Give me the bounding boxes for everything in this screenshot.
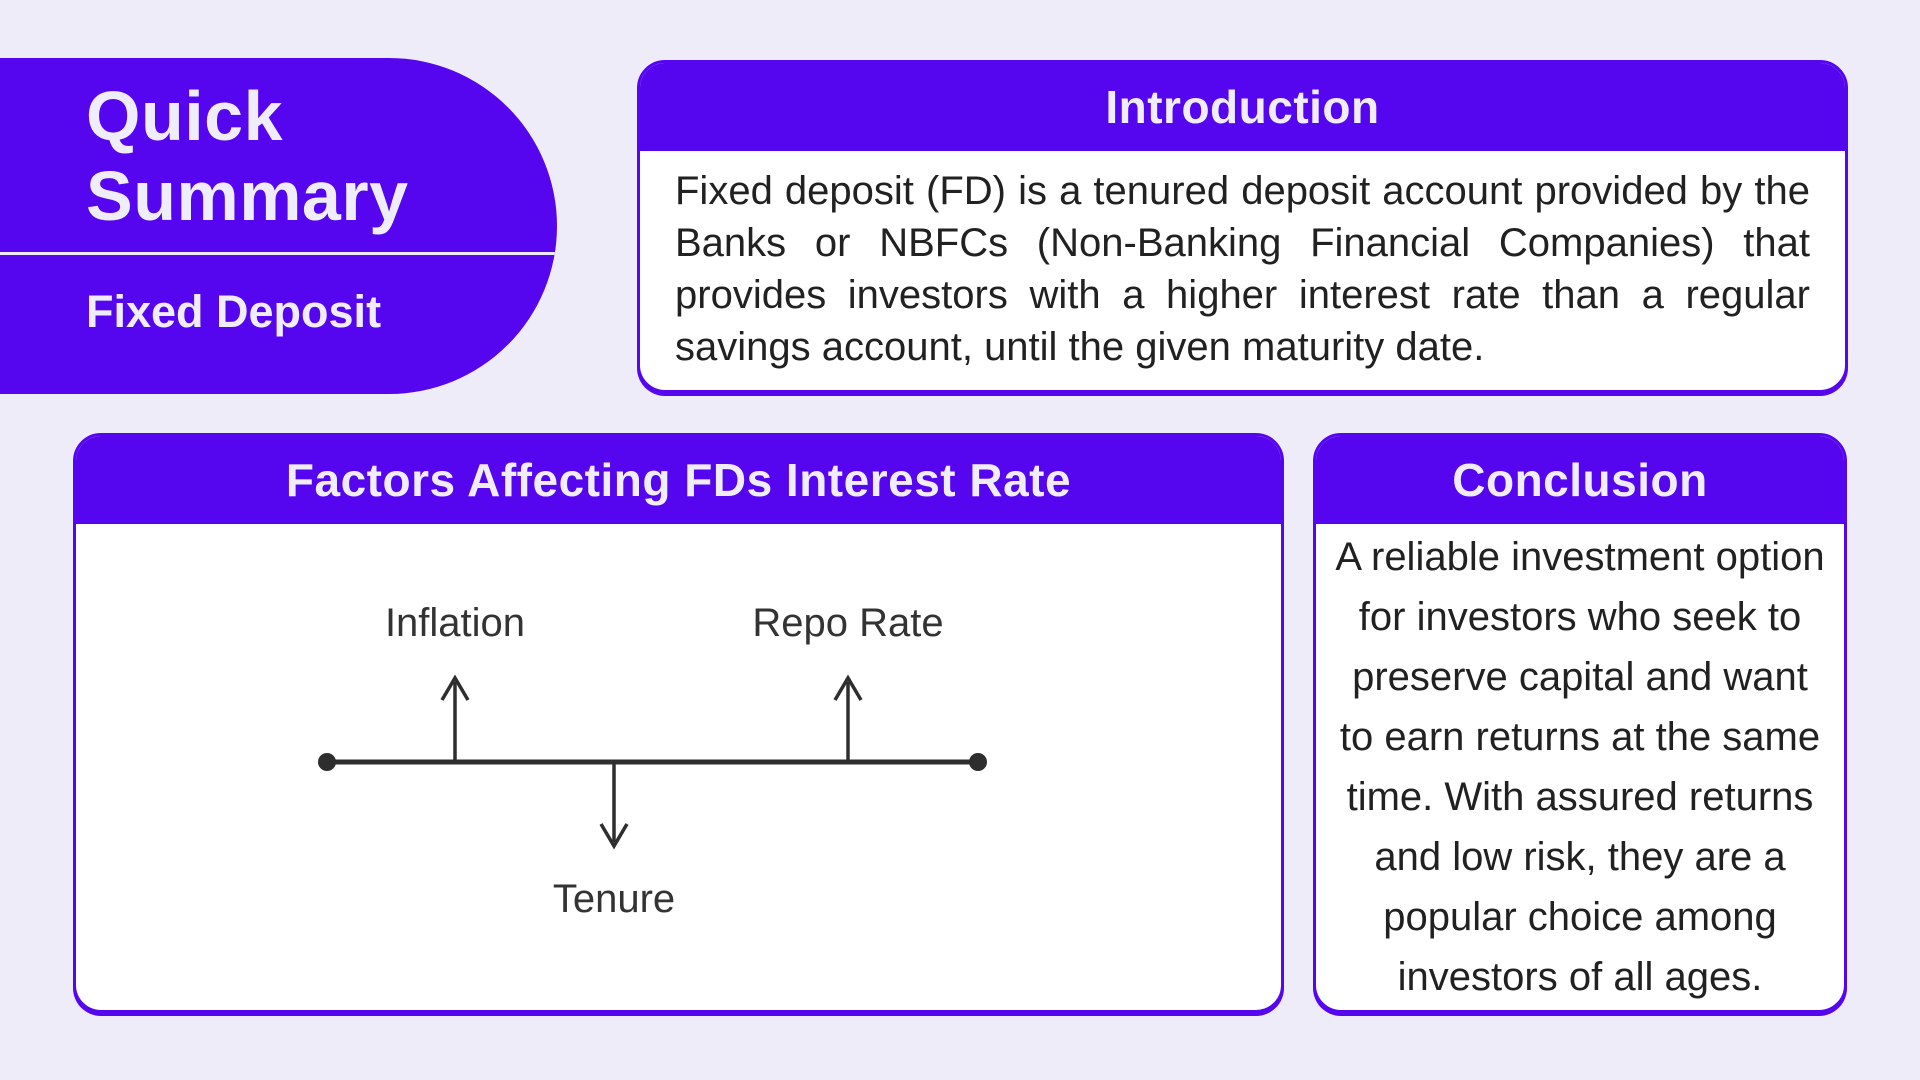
factors-diagram: Inflation Repo Rate Tenure	[76, 524, 1281, 1010]
conclusion-body-line: investors of all ages.	[1397, 955, 1763, 999]
introduction-title: Introduction	[1105, 81, 1380, 133]
inflation-label: Inflation	[385, 601, 525, 645]
conclusion-card-header: Conclusion	[1316, 436, 1844, 524]
banner-title: Quick Summary	[86, 76, 416, 236]
banner-subtitle: Fixed Deposit	[86, 286, 382, 337]
introduction-body: Fixed deposit (FD) is a tenured deposit …	[640, 151, 1845, 373]
inflation-arrowhead-icon	[440, 674, 470, 701]
conclusion-title: Conclusion	[1452, 454, 1708, 506]
repo-rate-arrowhead-icon	[833, 674, 863, 701]
banner-title-line2: Summary	[86, 157, 409, 235]
factors-diagram-svg: Inflation Repo Rate Tenure	[318, 601, 987, 921]
conclusion-body-line: preserve capital and want	[1352, 655, 1808, 699]
conclusion-body-line: to earn returns at the same	[1339, 715, 1821, 759]
tenure-label: Tenure	[553, 877, 675, 921]
diagram-left-endpoint-dot	[318, 753, 336, 771]
conclusion-body-line: time. With assured returns	[1346, 775, 1814, 819]
banner-title-line1: Quick	[86, 77, 284, 155]
diagram-right-endpoint-dot	[969, 753, 987, 771]
introduction-body-line: savings account, until the given maturit…	[675, 325, 1485, 369]
introduction-card-header: Introduction	[640, 63, 1845, 151]
factors-title: Factors Affecting FDs Interest Rate	[285, 454, 1072, 506]
banner-divider	[0, 252, 557, 255]
introduction-body-line: provides investors with a higher interes…	[675, 273, 1810, 317]
repo-rate-label: Repo Rate	[752, 601, 943, 645]
tenure-arrowhead-icon	[599, 823, 629, 850]
introduction-body-line: Banks or NBFCs (Non-Banking Financial Co…	[675, 221, 1810, 265]
conclusion-body-line: and low risk, they are a	[1374, 835, 1786, 879]
conclusion-body-line: for investors who seek to	[1358, 595, 1802, 639]
factors-card-header: Factors Affecting FDs Interest Rate	[76, 436, 1281, 524]
quick-summary-banner: Quick Summary Fixed Deposit	[0, 58, 557, 394]
conclusion-body-line: popular choice among	[1383, 895, 1777, 939]
factors-card: Factors Affecting FDs Interest Rate Infl…	[73, 433, 1284, 1013]
conclusion-body-line: A reliable investment option	[1335, 535, 1825, 579]
conclusion-card: Conclusion A reliable investment option …	[1313, 433, 1847, 1013]
introduction-card: Introduction Fixed deposit (FD) is a ten…	[637, 60, 1848, 393]
conclusion-body: A reliable investment option for investo…	[1316, 524, 1844, 1007]
introduction-body-line: Fixed deposit (FD) is a tenured deposit …	[675, 169, 1810, 213]
